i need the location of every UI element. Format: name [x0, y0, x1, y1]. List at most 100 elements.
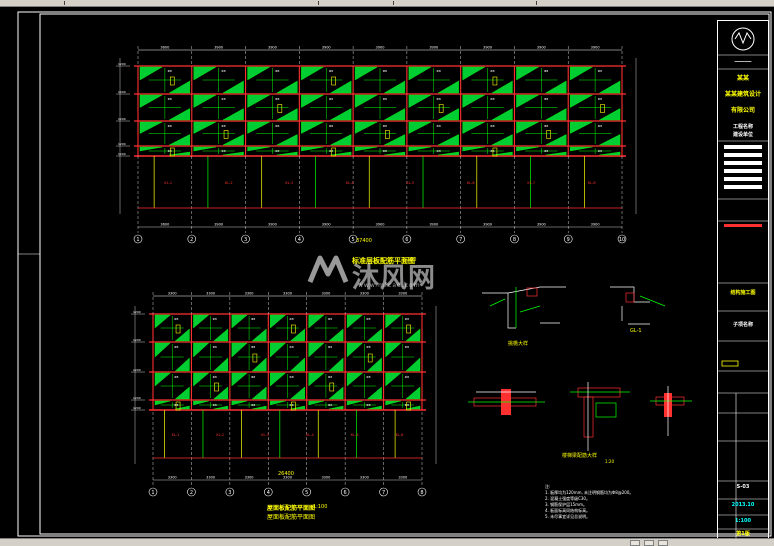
opening-mark — [492, 76, 498, 86]
rebar-fan — [385, 342, 402, 358]
beam-label: KL-2 — [225, 181, 233, 185]
dimension-text: 1200 — [133, 368, 141, 372]
rebar-fan — [290, 405, 305, 410]
axis-label: 2 — [190, 490, 193, 496]
axis-bubble — [187, 234, 197, 244]
axis-bubble — [417, 487, 427, 497]
bay-dimension: 3300 — [206, 476, 215, 480]
rebar-fan — [174, 386, 190, 400]
rebar-label: Φ8 — [490, 97, 494, 101]
rebar-fan — [231, 400, 248, 406]
axis-bubble — [225, 487, 235, 497]
rebar-fan — [168, 80, 190, 94]
rebar-fan — [193, 94, 217, 108]
detail-stair-beam-title: 楼梯梁配筋大样 — [562, 453, 598, 459]
rebar-label: Φ8 — [598, 149, 602, 153]
rebar-fan — [599, 134, 621, 146]
plan-bottom-scale: 1:100 — [313, 504, 328, 510]
opening-mark — [252, 353, 258, 363]
scroll-button[interactable] — [630, 540, 640, 546]
opening-mark — [277, 104, 283, 113]
rebar-fan — [329, 108, 352, 121]
rebar-fan — [437, 108, 459, 121]
rebar-fan — [308, 400, 325, 406]
bay-dimension: 3900 — [214, 223, 223, 227]
beam-label: KL-3 — [285, 181, 293, 185]
rebar-label: Φ8 — [598, 124, 602, 128]
rebar-label: Φ8 — [328, 317, 332, 321]
rebar-fan — [193, 372, 210, 387]
rebar-label: Φ8 — [289, 375, 293, 379]
rebar-label: Φ8 — [251, 403, 255, 407]
opening-mark — [331, 76, 336, 86]
bay-dimension: 3300 — [360, 476, 369, 480]
plan-top: 1360036002390039003390039004390039005390… — [116, 46, 637, 244]
rebar-fan — [231, 314, 248, 329]
rebar-fan — [408, 121, 432, 134]
detail-stair-beam — [468, 382, 692, 451]
scroll-button[interactable] — [644, 540, 654, 546]
rebar-fan — [247, 94, 271, 108]
rebar-fan — [193, 146, 217, 152]
rebar-fan — [330, 151, 352, 156]
dimension-text: 1200 — [118, 62, 126, 66]
rebar-label: Φ8 — [598, 97, 602, 101]
detail-cornice-title: 挑檐大样 — [508, 341, 529, 347]
rebar-fan — [301, 66, 325, 81]
axis-label: 6 — [405, 237, 408, 243]
axis-bubble — [302, 487, 312, 497]
drawing-title: 结构施工图 — [730, 290, 756, 296]
drawing-scale: 1:100 — [735, 518, 751, 524]
opening-mark — [291, 324, 296, 334]
beam-label: KL-4 — [306, 433, 314, 437]
axis-bubble — [617, 234, 627, 244]
rebar-label: Φ8 — [213, 317, 217, 321]
beam-label: KL-5 — [406, 181, 414, 185]
rebar-label: Φ8 — [544, 149, 548, 153]
bay-dimension: 3900 — [429, 46, 438, 50]
bay-dimension: 3900 — [214, 46, 223, 50]
rebar-fan — [270, 314, 287, 329]
rebar-fan — [222, 108, 244, 121]
rebar-label: Φ8 — [329, 69, 333, 73]
rebar-fan — [570, 146, 593, 152]
beam-label: KL-2 — [216, 433, 224, 437]
rebar-fan — [213, 386, 229, 400]
beam-label: KL-7 — [527, 181, 535, 185]
rebar-label: Φ8 — [544, 124, 548, 128]
rebar-label: Φ8 — [174, 345, 178, 349]
axis-label: 3 — [228, 490, 231, 496]
rebar-fan — [154, 314, 171, 329]
rebar-fan — [251, 328, 267, 342]
bay-dimension: 3900 — [483, 46, 492, 50]
scroll-button[interactable] — [658, 540, 668, 546]
opening-mark — [329, 382, 335, 392]
rebar-fan — [491, 151, 513, 156]
axis-bubble — [148, 487, 158, 497]
rebar-fan — [169, 134, 190, 146]
bay-dimension: 3900 — [537, 46, 546, 50]
dimension-text: 1200 — [118, 152, 126, 156]
rebar-label: Φ8 — [366, 345, 370, 349]
rebar-fan — [437, 80, 459, 94]
rebar-fan — [276, 151, 298, 156]
rebar-fan — [154, 400, 171, 406]
opening-mark — [291, 401, 296, 411]
bay-dimension: 3900 — [376, 223, 385, 227]
bay-dimension: 3900 — [322, 223, 331, 227]
rebar-label: Φ8 — [405, 345, 409, 349]
rebar-fan — [405, 357, 421, 372]
company-name-line: 某某建筑设计 — [724, 91, 761, 98]
axis-label: 7 — [459, 237, 462, 243]
axis-bubble — [510, 234, 519, 244]
axis-bubble — [295, 234, 304, 244]
rebar-fan — [570, 94, 594, 108]
bay-dimension: 3300 — [245, 476, 254, 480]
rebar-fan — [598, 80, 621, 94]
rebar-label: Φ8 — [275, 149, 279, 153]
rebar-fan — [408, 146, 432, 152]
rebar-fan — [231, 342, 248, 358]
beam-label: KL-8 — [588, 181, 596, 185]
watermark: 沐风网 www.mfcad.com — [306, 252, 466, 294]
cad-drawing: 1360036002390039003390039004390039005390… — [17, 11, 772, 537]
